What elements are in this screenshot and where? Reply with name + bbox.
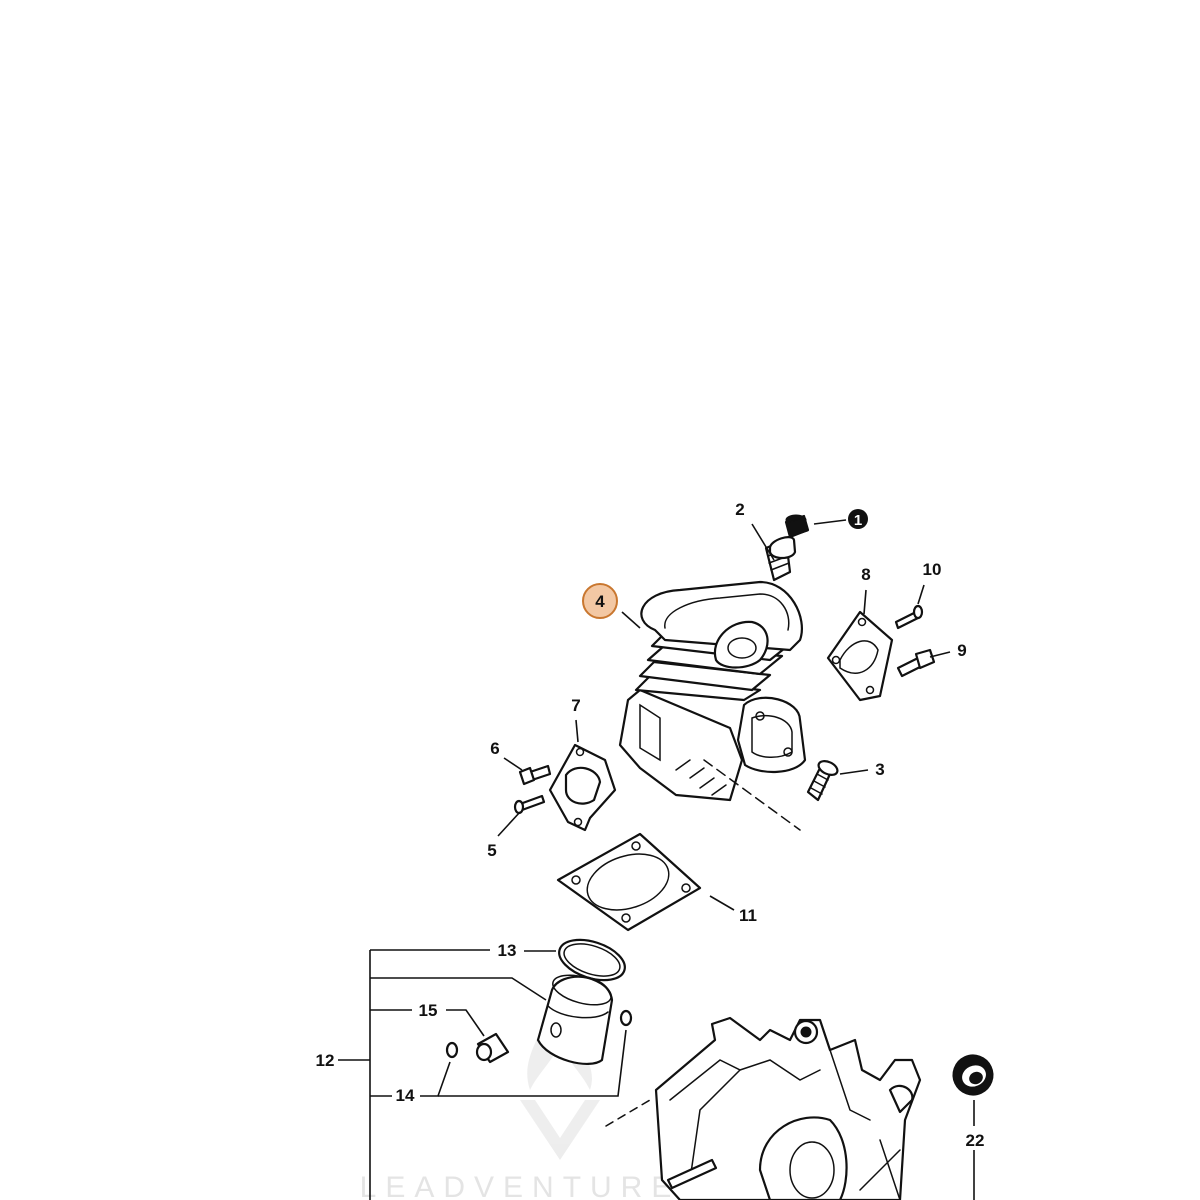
part-piston[interactable]	[536, 970, 614, 1065]
callout-6[interactable]: 6	[490, 739, 499, 758]
part-11-gasket[interactable]	[556, 832, 702, 932]
callout-2[interactable]: 2	[735, 500, 744, 519]
part-4-cylinder[interactable]	[618, 580, 807, 831]
callout-1[interactable]: 1	[848, 509, 868, 529]
callout-22[interactable]: 22	[966, 1131, 985, 1150]
highlight-circle	[582, 583, 618, 619]
callout-4-highlighted[interactable]: 4	[582, 583, 618, 619]
part-14-circlips[interactable]	[445, 1009, 633, 1059]
part-8-flange[interactable]	[826, 610, 894, 702]
leader-lines	[338, 519, 975, 1200]
part-6-bolt[interactable]	[518, 764, 552, 786]
callout-12[interactable]: 12	[316, 1051, 335, 1070]
callout-labels: 1 2 3 4 5 6 7 8 9 10 11 12 13 14 15 22	[316, 500, 985, 1150]
callout-7[interactable]: 7	[571, 696, 580, 715]
callout-8[interactable]: 8	[861, 565, 870, 584]
part-22-oil-seal[interactable]	[946, 1048, 999, 1101]
callout-11[interactable]: 11	[739, 906, 757, 925]
callout-4-label: 4	[595, 592, 605, 611]
callout-5[interactable]: 5	[487, 841, 496, 860]
callout-3[interactable]: 3	[875, 760, 884, 779]
callout-1-label: 1	[854, 512, 862, 529]
watermark: LEADVENTURE	[360, 1010, 681, 1200]
part-2-spark-plug[interactable]	[764, 514, 810, 582]
part-3-bolt[interactable]	[806, 758, 840, 802]
part-7-intake-flange[interactable]	[548, 743, 617, 832]
callout-10[interactable]: 10	[923, 560, 942, 579]
part-9-bolt[interactable]	[896, 648, 936, 678]
callout-9[interactable]: 9	[957, 641, 966, 660]
callout-13[interactable]: 13	[498, 941, 517, 960]
part-10-screw[interactable]	[894, 604, 924, 630]
part-5-screw[interactable]	[513, 794, 546, 815]
callout-14[interactable]: 14	[396, 1086, 415, 1105]
callout-15[interactable]: 15	[419, 1001, 438, 1020]
part-15-piston-pin[interactable]	[475, 1032, 510, 1064]
watermark-text: LEADVENTURE	[360, 1171, 681, 1200]
part-crankcase[interactable]	[605, 1016, 922, 1200]
watermark-logo-icon	[520, 1010, 600, 1160]
